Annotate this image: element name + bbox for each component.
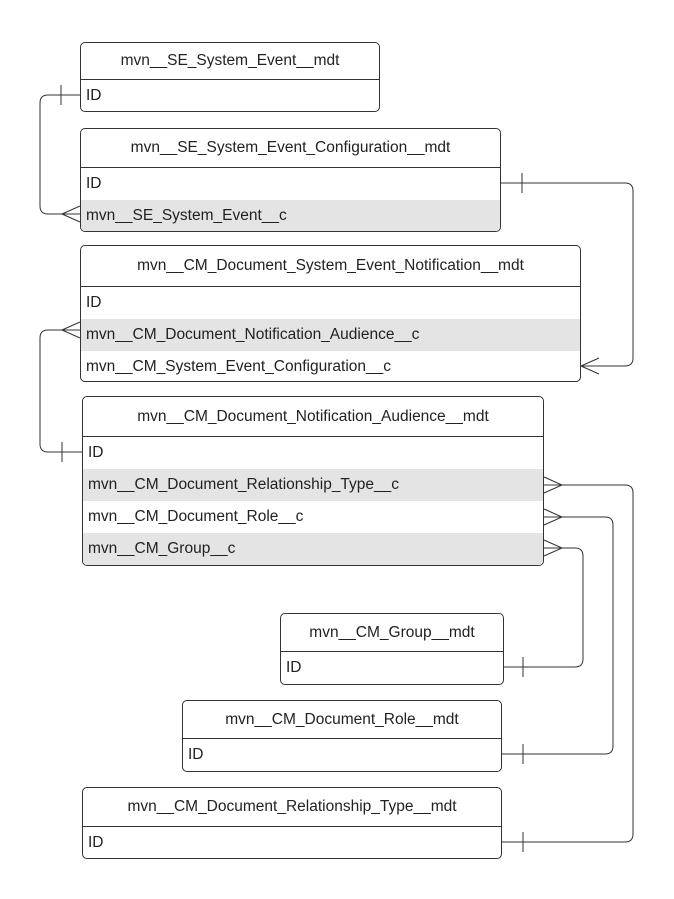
many-marker [580,357,600,375]
connector-group [504,547,584,668]
entity-cm-document-relationship-type[interactable]: mvn__CM_Document_Relationship_Type__mdt … [82,787,502,859]
many-marker [543,476,564,494]
entity-se-system-event[interactable]: mvn__SE_System_Event__mdt ID [80,42,380,112]
field-se-system-event: mvn__SE_System_Event__c [81,200,500,231]
entity-cm-document-role[interactable]: mvn__CM_Document_Role__mdt ID [182,700,502,772]
field-id: ID [188,746,204,763]
field-id: ID [88,444,104,461]
connector-system-event-configuration [501,182,634,367]
entity-cm-group[interactable]: mvn__CM_Group__mdt ID [280,613,504,685]
field-system-event-configuration: mvn__CM_System_Event_Configuration__c [86,358,391,375]
many-marker [543,508,564,526]
connector-relationship-type [502,484,634,843]
entity-se-system-event-configuration[interactable]: mvn__SE_System_Event_Configuration__mdt … [80,128,501,232]
connector-system-event [39,94,80,215]
field-id: ID [86,175,102,192]
many-marker [543,539,564,557]
entity-cm-document-notification-audience[interactable]: mvn__CM_Document_Notification_Audience__… [82,396,544,566]
connector-notification-audience [39,329,82,453]
field-document-role: mvn__CM_Document_Role__c [88,508,304,525]
entity-cm-document-system-event-notification[interactable]: mvn__CM_Document_System_Event_Notificati… [80,245,581,382]
connector-document-role [502,516,614,755]
entity-title: mvn__CM_Document_Relationship_Type__mdt [83,788,501,827]
field-document-relationship-type: mvn__CM_Document_Relationship_Type__c [83,469,543,501]
field-document-notification-audience: mvn__CM_Document_Notification_Audience__… [81,319,580,351]
entity-title: mvn__CM_Group__mdt [281,614,503,652]
field-id: ID [86,294,102,311]
entity-title: mvn__SE_System_Event_Configuration__mdt [81,129,500,168]
many-marker [61,205,81,223]
entity-title: mvn__CM_Document_System_Event_Notificati… [81,246,580,287]
entity-title: mvn__SE_System_Event__mdt [81,43,379,80]
entity-title: mvn__CM_Document_Notification_Audience__… [83,397,543,437]
many-marker [61,321,81,339]
field-group: mvn__CM_Group__c [83,533,543,565]
field-id: ID [286,659,302,676]
field-id: ID [86,87,102,104]
entity-title: mvn__CM_Document_Role__mdt [183,701,501,739]
field-id: ID [88,834,104,851]
